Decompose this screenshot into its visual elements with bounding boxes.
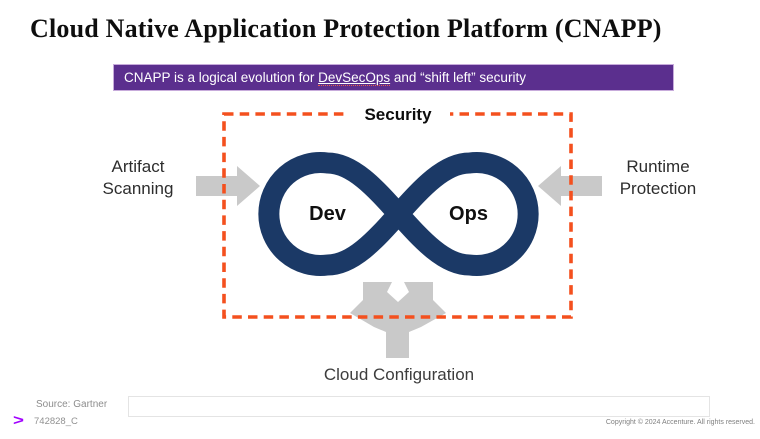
ops-label: Ops	[449, 203, 488, 225]
banner-text-suffix: and “shift left” security	[390, 70, 526, 85]
infinity-loop-icon	[258, 152, 539, 276]
banner: CNAPP is a logical evolution for DevSecO…	[113, 64, 674, 91]
merge-arrow-icon	[350, 282, 446, 358]
banner-text-devsecops: DevSecOps	[318, 70, 391, 86]
dev-label: Dev	[309, 203, 346, 225]
left-arrow-icon	[538, 166, 602, 206]
page-title: Cloud Native Application Protection Plat…	[30, 14, 662, 43]
artifact-scanning-label: Artifact Scanning	[102, 157, 174, 198]
source-note: Source: Gartner	[36, 399, 108, 410]
accenture-logo-icon: >	[13, 412, 24, 429]
cloud-configuration-label: Cloud Configuration	[323, 365, 475, 384]
banner-text-prefix: CNAPP is a logical evolution for	[124, 70, 319, 85]
runtime-protection-label: Runtime Protection	[619, 157, 697, 198]
footer-textbox-outline	[128, 396, 710, 417]
right-arrow-icon	[196, 166, 260, 206]
copyright-notice: Copyright © 2024 Accenture. All rights r…	[605, 419, 755, 426]
security-label: Security	[346, 103, 450, 127]
document-id: 742828_C	[34, 416, 78, 427]
